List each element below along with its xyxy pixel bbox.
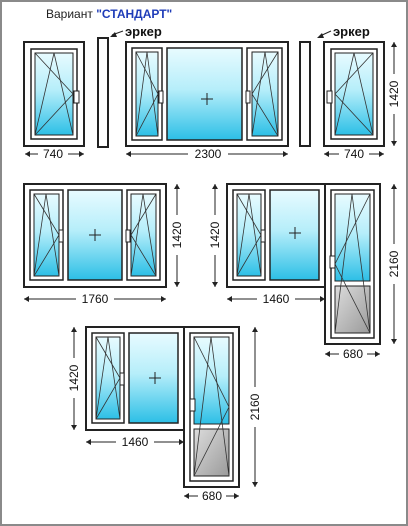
- title-variant-name: "СТАНДАРТ": [96, 7, 173, 21]
- dim-width-2300: 2300: [126, 147, 288, 161]
- door-680-lower: [183, 326, 240, 488]
- bay-label-right: эркер: [317, 24, 370, 39]
- bay-pillar-right: [299, 41, 311, 147]
- bay-label-left-text: эркер: [125, 24, 162, 39]
- dim-width-680-upper: 680: [325, 347, 380, 361]
- window-1460-lower: [85, 326, 185, 431]
- window-1760: [23, 183, 167, 288]
- dim-height-2160-upper: 2160: [387, 184, 401, 344]
- dim-label-740-left: 740: [43, 147, 63, 161]
- window-740-right: [323, 41, 385, 147]
- bay-label-right-text: эркер: [333, 24, 370, 39]
- dim-label-680-upper: 680: [343, 347, 363, 361]
- dim-width-1460-upper: 1460: [227, 292, 325, 306]
- dim-width-680-lower: 680: [184, 489, 239, 503]
- dim-label-2160-lower: 2160: [248, 393, 262, 420]
- page-title: Вариант "СТАНДАРТ": [46, 7, 172, 21]
- window-1460-upper: [226, 183, 326, 288]
- dim-label-2300: 2300: [195, 147, 222, 161]
- dim-label-680-lower: 680: [202, 489, 222, 503]
- dim-height-1420-row3: 1420: [67, 327, 81, 430]
- dim-label-1420-row2-left: 1420: [170, 221, 184, 248]
- dim-label-2160-upper: 2160: [387, 250, 401, 277]
- dim-label-740-right: 740: [344, 147, 364, 161]
- door-680-upper: [324, 183, 381, 345]
- dim-height-1420-row2-right: 1420: [208, 184, 222, 287]
- dim-height-1420-row1: 1420: [387, 42, 401, 146]
- dim-label-1420-row2-right: 1420: [208, 221, 222, 248]
- dim-height-1420-row2-left: 1420: [170, 184, 184, 287]
- dim-width-1760: 1760: [24, 292, 166, 306]
- dim-width-1460-lower: 1460: [86, 435, 184, 449]
- window-740-left: [23, 41, 85, 147]
- title-prefix: Вариант: [46, 7, 93, 21]
- dim-label-1460-upper: 1460: [263, 292, 290, 306]
- dim-label-1460-lower: 1460: [122, 435, 149, 449]
- bay-label-left: эркер: [110, 24, 162, 39]
- dim-label-1420-row3: 1420: [67, 364, 81, 391]
- dim-width-740-right: 740: [324, 147, 384, 161]
- dim-width-740-left: 740: [25, 147, 84, 161]
- dim-label-1420-row1: 1420: [387, 80, 401, 107]
- dim-height-2160-lower: 2160: [248, 327, 262, 487]
- dim-label-1760: 1760: [82, 292, 109, 306]
- bay-pillar-left: [97, 37, 109, 148]
- window-2300-center: [125, 41, 289, 147]
